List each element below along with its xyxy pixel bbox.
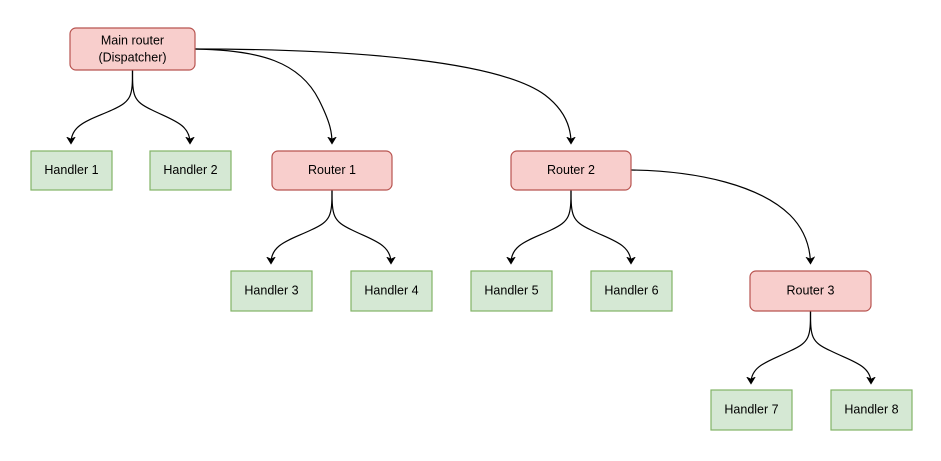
node-handler-1[interactable]: Handler 1 xyxy=(30,150,113,191)
edge-router-1-to-handler-4 xyxy=(331,189,391,263)
edge-router-2-to-handler-6 xyxy=(570,189,631,263)
node-handler-5[interactable]: Handler 5 xyxy=(470,270,553,312)
node-handler-7[interactable]: Handler 7 xyxy=(710,389,793,431)
node-handler-6[interactable]: Handler 6 xyxy=(590,270,673,312)
node-layer: Main router (Dispatcher) Handler 1 Handl… xyxy=(30,27,913,431)
node-router-1[interactable]: Router 1 xyxy=(271,150,393,191)
node-router-1-shape[interactable] xyxy=(271,150,393,191)
edge-router-2-to-handler-5 xyxy=(511,189,572,263)
node-handler-5-shape[interactable] xyxy=(470,270,553,312)
edge-main-router-to-handler-2 xyxy=(131,69,191,143)
node-handler-2[interactable]: Handler 2 xyxy=(149,150,232,191)
node-router-2[interactable]: Router 2 xyxy=(510,150,632,191)
edge-main-router-to-router-1 xyxy=(194,48,332,143)
node-router-2-shape[interactable] xyxy=(510,150,632,191)
node-handler-3-shape[interactable] xyxy=(230,270,313,312)
edge-main-router-to-router-2 xyxy=(194,48,571,143)
node-handler-4-shape[interactable] xyxy=(350,270,433,312)
node-handler-2-shape[interactable] xyxy=(149,150,232,191)
node-handler-1-shape[interactable] xyxy=(30,150,113,191)
node-handler-7-shape[interactable] xyxy=(710,389,793,431)
edge-router-2-to-router-3 xyxy=(630,169,811,263)
node-main-router[interactable]: Main router (Dispatcher) xyxy=(69,27,196,71)
edge-router-1-to-handler-3 xyxy=(271,189,333,263)
node-handler-3[interactable]: Handler 3 xyxy=(230,270,313,312)
edge-layer xyxy=(71,48,872,383)
node-main-router-shape[interactable] xyxy=(69,27,196,71)
node-handler-4[interactable]: Handler 4 xyxy=(350,270,433,312)
node-router-3[interactable]: Router 3 xyxy=(749,270,872,312)
edge-router-3-to-handler-8 xyxy=(809,310,872,383)
node-handler-6-shape[interactable] xyxy=(590,270,673,312)
edge-main-router-to-handler-1 xyxy=(71,69,134,143)
node-router-3-shape[interactable] xyxy=(749,270,872,312)
node-handler-8-shape[interactable] xyxy=(830,389,913,431)
edge-router-3-to-handler-7 xyxy=(751,310,812,383)
node-handler-8[interactable]: Handler 8 xyxy=(830,389,913,431)
